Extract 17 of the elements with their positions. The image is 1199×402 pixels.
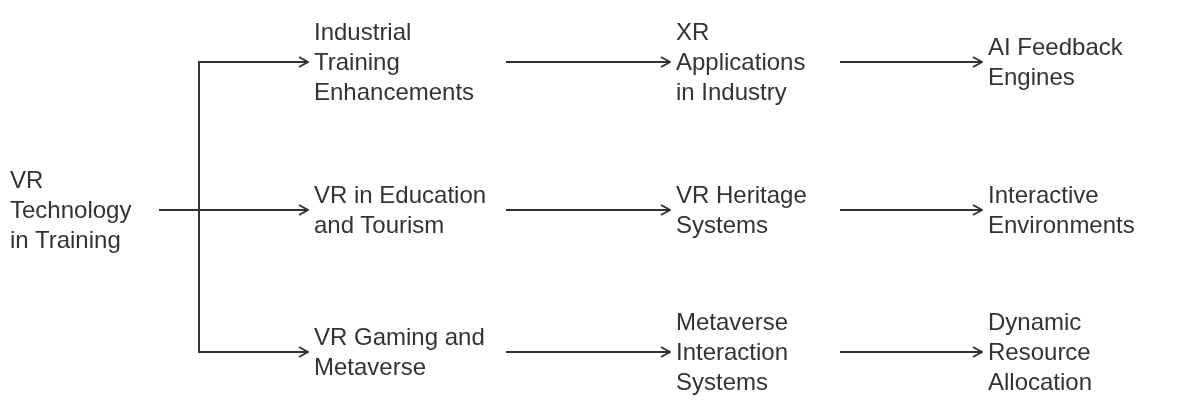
node-label: VR Technology in Training bbox=[10, 165, 145, 255]
node-label: XR Applications in Industry bbox=[676, 17, 826, 107]
node-label: AI Feedback Engines bbox=[988, 32, 1148, 92]
arrow bbox=[505, 346, 671, 358]
node-label: Interactive Environments bbox=[988, 180, 1148, 240]
arrow bbox=[158, 209, 309, 358]
node-label: Dynamic Resource Allocation bbox=[988, 307, 1148, 397]
node-label: Metaverse Interaction Systems bbox=[676, 307, 826, 397]
arrow bbox=[839, 346, 983, 358]
node-label: VR Heritage Systems bbox=[676, 180, 826, 240]
arrow bbox=[505, 204, 671, 216]
node-label: VR in Education and Tourism bbox=[314, 180, 492, 240]
arrow bbox=[505, 56, 671, 68]
arrow bbox=[839, 204, 983, 216]
arrow bbox=[839, 56, 983, 68]
node-label: VR Gaming and Metaverse bbox=[314, 322, 492, 382]
node-label: Industrial Training Enhancements bbox=[314, 17, 492, 107]
